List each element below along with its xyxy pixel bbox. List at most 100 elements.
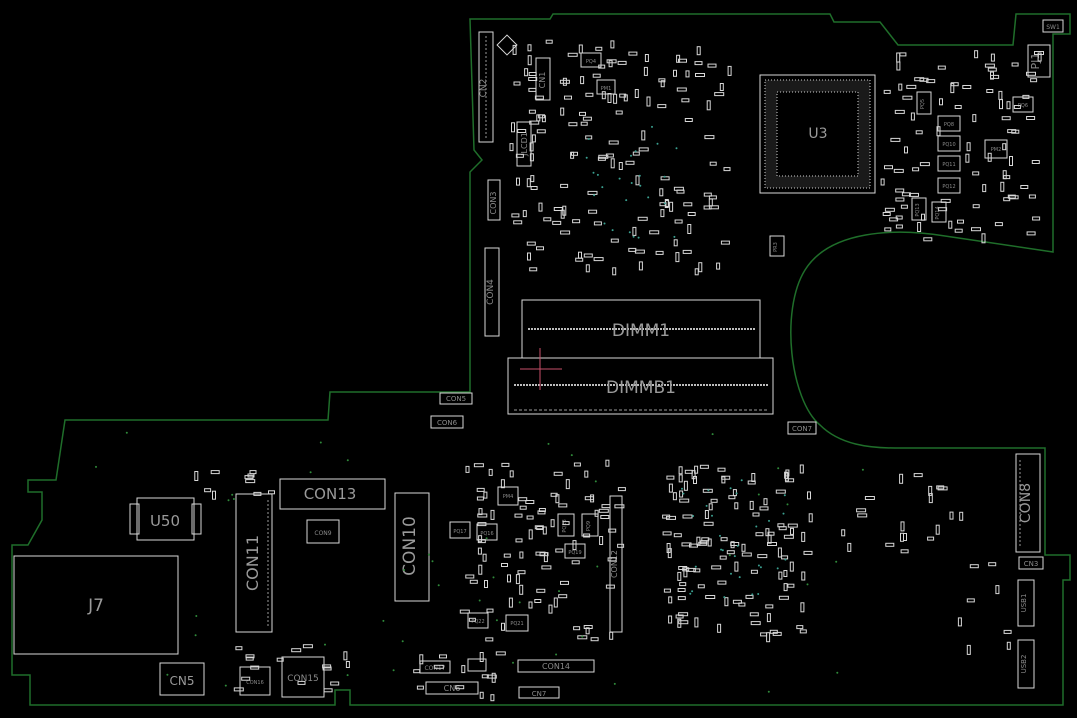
con5-connector[interactable]: [439, 392, 473, 405]
con9-connector[interactable]: [306, 519, 340, 544]
usb2-connector[interactable]: [1017, 639, 1035, 689]
cn1-connector[interactable]: [535, 57, 551, 101]
sw1-switch[interactable]: [1042, 19, 1064, 33]
passive-part: [527, 252, 531, 261]
con17-connector[interactable]: [419, 660, 451, 674]
passive-part: [1026, 71, 1036, 76]
jlcd1-connector[interactable]: [516, 121, 532, 167]
passive-part: [784, 472, 789, 482]
passive-part: [619, 93, 627, 98]
pq19-part[interactable]: [564, 543, 586, 559]
pq5-part[interactable]: [916, 91, 932, 115]
con6-connector[interactable]: [430, 415, 464, 429]
pq17-part[interactable]: [449, 521, 471, 539]
cpu-u3-die: [794, 108, 841, 160]
passive-part: [663, 588, 671, 593]
cn5-connector[interactable]: [159, 662, 205, 696]
con4-connector[interactable]: [484, 247, 500, 337]
passive-part: [913, 473, 923, 478]
via-dot: [757, 493, 760, 496]
passive-part: [578, 44, 583, 54]
passive-part: [684, 118, 693, 122]
con12-connector[interactable]: [609, 495, 623, 633]
pq13-part[interactable]: [911, 197, 927, 221]
passive-part: [477, 547, 482, 555]
pq11-part[interactable]: [937, 155, 961, 172]
passive-part: [250, 665, 260, 670]
pq14-part[interactable]: [931, 201, 947, 223]
passive-part: [674, 219, 683, 224]
passive-part: [657, 104, 667, 109]
passive-part: [987, 152, 992, 162]
passive-part: [210, 470, 220, 475]
dimmb1-slot[interactable]: [507, 357, 774, 415]
passive-part: [697, 584, 705, 589]
pm2-part[interactable]: [984, 139, 1008, 159]
u50-chip[interactable]: [136, 497, 195, 541]
via-dot: [632, 235, 635, 238]
cn6-small-part[interactable]: [467, 658, 487, 672]
passive-part: [632, 151, 640, 156]
via-dot: [776, 567, 779, 570]
passive-part: [948, 220, 953, 229]
con15-connector[interactable]: [281, 656, 325, 698]
passive-part: [490, 509, 495, 520]
passive-part: [545, 39, 553, 44]
con13-connector[interactable]: [279, 478, 386, 510]
rotated-chip[interactable]: [496, 34, 518, 56]
passive-part: [687, 212, 696, 216]
passive-part: [643, 66, 648, 76]
passive-part: [678, 566, 688, 570]
via-dot: [547, 442, 550, 445]
passive-part: [638, 147, 649, 152]
passive-part: [486, 608, 494, 613]
cpu-u3-body[interactable]: [759, 74, 876, 194]
con2-connector[interactable]: [478, 31, 494, 143]
pm1-part[interactable]: [596, 79, 616, 95]
con16-connector[interactable]: [239, 666, 271, 696]
passive-part: [529, 142, 534, 152]
pq8-part[interactable]: [937, 115, 961, 132]
via-dot: [603, 222, 606, 225]
pq18-part[interactable]: [557, 513, 575, 537]
passive-part: [974, 50, 979, 59]
usb1-connector[interactable]: [1017, 579, 1035, 627]
j7-connector[interactable]: [13, 555, 179, 655]
passive-part: [241, 676, 251, 681]
passive-part: [915, 130, 923, 135]
con8-connector[interactable]: [1015, 453, 1041, 553]
passive-part: [662, 531, 672, 536]
pq21-part[interactable]: [505, 614, 529, 632]
passive-part: [766, 632, 771, 643]
con3-connector[interactable]: [487, 179, 501, 221]
pr3-part[interactable]: [769, 235, 785, 257]
pq10-part[interactable]: [937, 135, 961, 152]
pq4-part[interactable]: [580, 52, 602, 68]
pq22-part[interactable]: [467, 612, 489, 629]
cn6-connector[interactable]: [425, 681, 479, 695]
con14-connector[interactable]: [517, 659, 595, 673]
pq12-part[interactable]: [937, 177, 961, 194]
passive-part: [1007, 194, 1016, 199]
pj1-connector[interactable]: [1027, 44, 1051, 78]
con10-label: CON10: [400, 516, 420, 576]
passive-part: [343, 651, 348, 661]
passive-part: [528, 529, 533, 540]
pq12-label: PQ12: [942, 184, 955, 190]
via-dot: [861, 468, 864, 471]
passive-part: [679, 490, 684, 498]
pm4-part[interactable]: [497, 486, 519, 506]
passive-part: [245, 479, 256, 484]
via-dot: [675, 147, 678, 150]
cn3-connector[interactable]: [1018, 556, 1044, 570]
passive-part: [884, 227, 892, 232]
con7-connector[interactable]: [787, 421, 817, 435]
cn7-connector[interactable]: [518, 686, 560, 699]
passive-part: [706, 100, 711, 111]
via-dot: [786, 503, 789, 506]
con10-connector[interactable]: [394, 492, 430, 602]
passive-part: [525, 500, 535, 504]
passive-part: [966, 142, 971, 152]
pq16-part[interactable]: [476, 523, 498, 541]
passive-part: [799, 629, 807, 634]
